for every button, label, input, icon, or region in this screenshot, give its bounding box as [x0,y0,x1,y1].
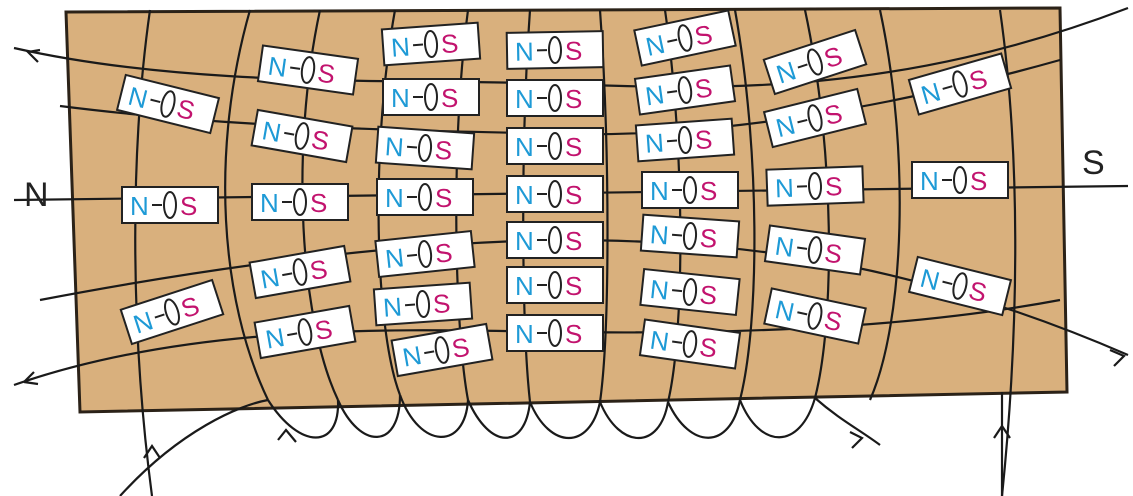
magnet-axis [672,235,682,236]
magnet: NS [507,31,604,69]
magnet-axis [667,91,677,92]
magnet-south-letter: S [435,183,452,213]
magnet-north-letter: N [515,226,534,256]
magnet-south-letter: S [565,36,583,66]
magnet-south-letter: S [699,223,718,254]
magnet-axis [290,67,300,68]
magnet: NS [382,23,480,66]
magnet-south-letter: S [441,83,458,113]
magnet-north-letter: N [384,242,406,274]
magnet-north-letter: N [775,173,795,204]
magnet: NS [912,162,1008,198]
north-pole-label: N [24,176,49,214]
magnet-north-letter: N [515,271,534,301]
magnet-south-letter: S [700,176,717,206]
magnet-south-letter: S [565,84,582,114]
magnet-north-letter: N [130,191,149,221]
magnet-axis [405,305,415,306]
magnet-north-letter: N [649,274,671,306]
magnet: NS [383,79,479,115]
magnet-axis [667,141,677,142]
magnet-south-letter: S [565,319,582,349]
magnet-south-letter: S [565,226,582,256]
magnet-south-letter: S [180,191,197,221]
magnet-north-letter: N [385,183,404,213]
magnet-north-letter: N [391,83,410,113]
magnet-north-letter: N [384,131,405,162]
magnet-north-letter: N [382,292,403,323]
south-pole-label: S [1082,144,1105,182]
magnet-north-letter: N [920,166,939,196]
magnet-north-letter: N [515,180,534,210]
magnet: NS [252,184,348,220]
magnet-north-letter: N [390,32,411,63]
magnet-axis [672,290,682,291]
magnet-axis [672,341,682,342]
magnet-north-letter: N [515,36,534,66]
magnet-south-letter: S [440,28,459,59]
magnet-axis [407,147,417,148]
magnet-axis [797,247,807,248]
magnet-south-letter: S [310,188,327,218]
magnet-south-letter: S [970,166,987,196]
magnet-south-letter: S [434,135,453,166]
magnet-south-letter: S [698,279,718,311]
magnet-south-letter: S [565,180,582,210]
magnet: NS [636,119,734,162]
magnet-south-letter: S [433,237,453,269]
magnet-axis [413,45,423,46]
magnet-axis [407,255,417,256]
magnet-north-letter: N [260,188,279,218]
magnet-north-letter: N [650,176,669,206]
magnet-north-letter: N [649,219,670,250]
magnet-south-letter: S [565,271,582,301]
magnet-south-letter: S [432,288,451,319]
magnet-south-letter: S [825,171,843,202]
magnet-south-letter: S [565,132,582,162]
magnet: NS [374,283,472,326]
magnet-south-letter: S [694,124,713,155]
magnet-north-letter: N [515,319,534,349]
magnet-north-letter: N [515,132,534,162]
magnet: NS [642,172,738,208]
magnet-north-letter: N [515,84,534,114]
magnet-north-letter: N [644,128,665,159]
